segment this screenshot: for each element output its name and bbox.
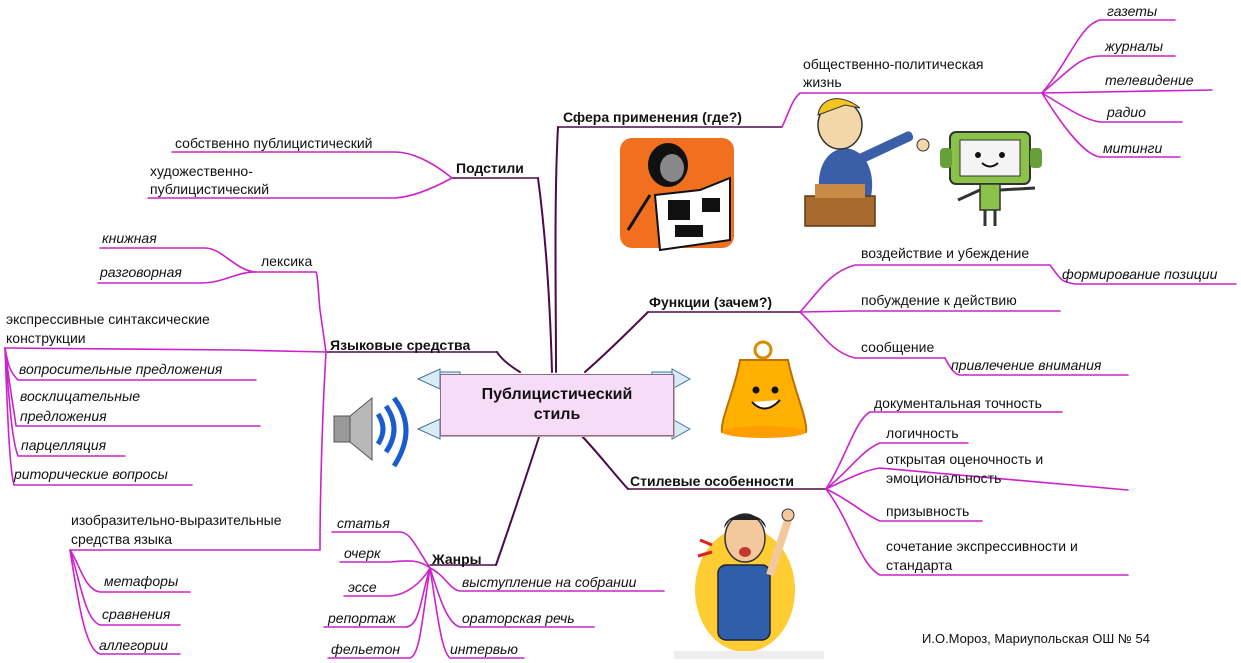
sfera-item: радио [1107, 104, 1146, 120]
branch-stil-title: Стилевые особенности [630, 473, 794, 489]
branch-zhanry-title: Жанры [432, 551, 482, 567]
tv-robot-image [940, 131, 1042, 226]
funktsii-subitem: привлечение внимания [951, 357, 1102, 373]
newspaper-reader-image [620, 138, 734, 252]
zhanry-item: очерк [344, 545, 381, 561]
stil-item: сочетание экспрессивности и [886, 538, 1078, 554]
yazyk-syntax-line2: конструкции [6, 330, 86, 346]
bell-image [720, 340, 808, 438]
funktsii-item: сообщение [861, 339, 935, 355]
funktsii-item: побуждение к действию [861, 292, 1017, 308]
zhanry-item: интервью [450, 641, 518, 657]
trunk-sfera [554, 126, 559, 373]
central-title-line2: стиль [533, 406, 581, 423]
stil-item: открытая оценочность и [886, 451, 1044, 467]
izobr-item: метафоры [104, 573, 179, 589]
podstili-item: собственно публицистический [175, 135, 373, 151]
trunk-yazyk [496, 351, 521, 373]
trunk-stil [579, 433, 629, 490]
sfera-item: журналы [1105, 38, 1164, 54]
trunk-podstili [537, 177, 553, 373]
sfera-node-line1: общественно-политическая [803, 56, 984, 72]
zhanry-item: эссе [348, 579, 377, 595]
izobr-item: сравнения [102, 606, 171, 622]
sfera-item: митинги [1103, 140, 1163, 156]
stil-item: стандарта [886, 557, 953, 573]
leksika-item: книжная [102, 230, 157, 246]
syntax-item: риторические вопросы [14, 466, 168, 482]
branch-funktsii-title: Функции (зачем?) [649, 294, 773, 310]
sfera-node-line2: жизнь [803, 74, 842, 90]
zhanry-item: ораторская речь [462, 610, 575, 626]
trunk-zhanry [495, 433, 541, 566]
syntax-item: восклицательные [20, 388, 141, 404]
leksika-item: разговорная [100, 264, 182, 280]
shouting-man-image [695, 508, 795, 652]
central-node: Публицистический стиль [440, 374, 674, 436]
podstili-item: публицистический [150, 181, 270, 197]
zhanry-item: фельетон [331, 641, 401, 657]
author-credit: И.О.Мороз, Мариупольская ОШ № 54 [922, 631, 1150, 646]
yazyk-leksika: лексика [261, 253, 313, 269]
stil-item: логичность [886, 425, 959, 441]
stil-item: эмоциональность [886, 470, 1002, 486]
speaker-podium-image [804, 98, 930, 227]
yazyk-syntax-line1: экспрессивные синтаксические [6, 311, 210, 327]
central-title-line1: Публицистический [481, 386, 633, 403]
branch-yazyk-title: Языковые средства [330, 337, 471, 353]
watermark-strip [674, 651, 824, 659]
podstili-item: художественно- [150, 163, 253, 179]
syntax-item: предложения [20, 408, 107, 424]
sfera-item: телевидение [1105, 72, 1194, 88]
funktsii-item: воздействие и убеждение [861, 245, 1030, 261]
zhanry-item: репортаж [328, 610, 396, 626]
izobr-item: аллегории [99, 637, 169, 653]
funktsii-subitem: формирование позиции [1062, 266, 1218, 282]
yazyk-izobr-line2: средства языка [71, 531, 173, 547]
zhanry-item: статья [337, 515, 390, 531]
yazyk-izobr-line1: изобразительно-выразительные [71, 512, 282, 528]
stil-item: призывность [886, 503, 970, 519]
sfera-item: газеты [1107, 3, 1158, 19]
loudspeaker-icon [333, 396, 409, 468]
trunk-funktsii [584, 311, 649, 373]
stil-item: документальная точность [874, 395, 1042, 411]
branch-podstili-title: Подстили [456, 160, 524, 176]
syntax-item: вопросительные предложения [19, 361, 223, 377]
zhanry-item: выступление на собрании [462, 574, 637, 590]
syntax-item: парцелляция [21, 437, 107, 453]
branch-sfera-title: Сфера применения (где?) [563, 109, 742, 125]
